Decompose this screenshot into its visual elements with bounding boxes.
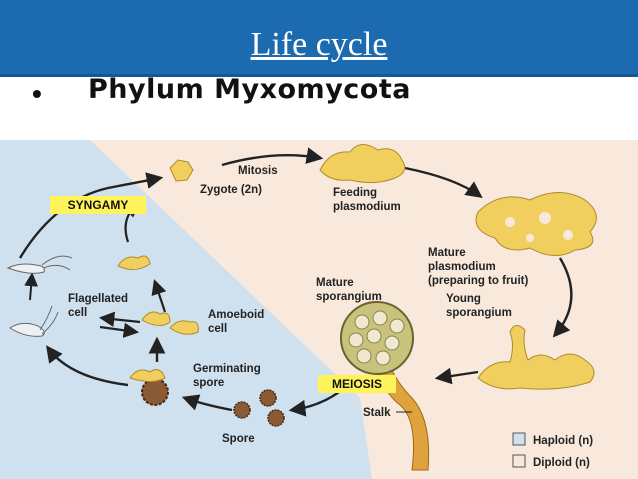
arrow-young-to-sporangium — [434, 367, 479, 385]
young-sporangium — [477, 325, 595, 390]
flagellated-cells — [6, 255, 73, 337]
mature-sporangium-label-line1: Mature — [316, 277, 354, 289]
legend-diploid-label: Diploid (n) — [533, 457, 590, 469]
plasmodium-gap — [563, 230, 573, 240]
arrow-amoeboid-up — [151, 279, 167, 313]
young-sporangium-label-line1: Young — [446, 293, 481, 305]
amoeboid-cell — [141, 311, 171, 326]
arrow-zygote-to-feeding — [221, 147, 324, 167]
haploid-background — [0, 140, 372, 479]
arrow-flagellated-to-amoeboid — [99, 322, 140, 338]
emerging-amoeba — [129, 369, 166, 382]
title-bar: Life cycle — [0, 0, 638, 77]
amoeboid-label-line1: Amoeboid — [208, 309, 264, 321]
arrow-spore-to-germinating — [181, 394, 233, 412]
arrow-mature-to-young — [552, 257, 573, 338]
plasmodium-gap — [539, 212, 551, 224]
zygote-cell — [169, 159, 194, 182]
slide-subtitle: Phylum Myxomycota — [88, 74, 411, 105]
bullet-mark: • — [32, 78, 42, 109]
mature-plasmodium-label-line2: plasmodium — [428, 261, 496, 273]
syngamy-label: SYNGAMY — [68, 198, 129, 212]
plasmodium-gap — [526, 234, 534, 242]
mature-sporangium-label-line2: sporangium — [316, 291, 382, 303]
mature-plasmodium-label-line1: Mature — [428, 247, 466, 259]
arrow-germinating-to-flagellated — [46, 345, 129, 387]
amoeboid-gamete — [117, 255, 151, 270]
meiosis-highlight — [318, 375, 396, 393]
feeding-label-line2: plasmodium — [333, 201, 401, 213]
meiosis-label: MEIOSIS — [332, 377, 382, 391]
legend-haploid-label: Haploid (n) — [533, 435, 593, 447]
spore-group — [233, 389, 285, 427]
sporangium-spores — [348, 310, 405, 366]
feeding-plasmodium — [319, 144, 406, 184]
feeding-label-line1: Feeding — [333, 187, 377, 199]
mitosis-label: Mitosis — [238, 165, 278, 177]
plasmodium-gap — [505, 217, 515, 227]
mature-plasmodium — [475, 192, 597, 256]
legend-haploid-swatch — [512, 432, 526, 446]
slide-title: Life cycle — [250, 26, 388, 63]
germinating-label-line1: Germinating — [193, 363, 261, 375]
flagellated-label-line2: cell — [68, 307, 87, 319]
stalk-label: Stalk — [363, 407, 391, 419]
young-sporangium-label-line2: sporangium — [446, 307, 512, 319]
syngamy-highlight — [50, 196, 146, 214]
germinating-label-line2: spore — [193, 377, 224, 389]
flagellated-label-line1: Flagellated — [68, 293, 128, 305]
spore-label: Spore — [222, 433, 255, 445]
zygote-label: Zygote (2n) — [200, 184, 262, 196]
arrow-flagellated-up — [24, 272, 39, 301]
mature-plasmodium-label-line3: (preparing to fruit) — [428, 275, 528, 287]
arrow-feeding-to-mature — [404, 166, 483, 198]
arrow-amoeboid-to-flagellated — [98, 311, 141, 327]
legend-diploid-swatch — [512, 454, 526, 468]
amoeboid-label-line2: cell — [208, 323, 227, 335]
germinating-spore — [141, 378, 169, 406]
amoeboid-cell — [169, 320, 199, 335]
